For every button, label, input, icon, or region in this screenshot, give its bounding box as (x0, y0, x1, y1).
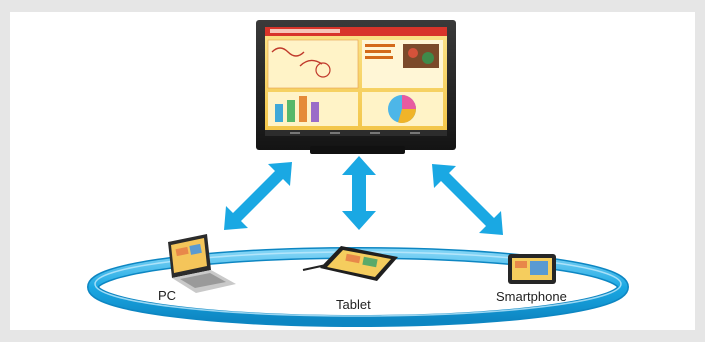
smartphone-icon (508, 254, 556, 284)
smartphone-label: Smartphone (496, 289, 567, 304)
tablet-icon (302, 246, 398, 281)
laptop-icon (168, 234, 236, 293)
interactive-display-icon (256, 20, 456, 154)
bidirectional-arrow-icon (224, 156, 503, 235)
pc-label: PC (158, 288, 177, 303)
tablet-label: Tablet (336, 297, 371, 312)
